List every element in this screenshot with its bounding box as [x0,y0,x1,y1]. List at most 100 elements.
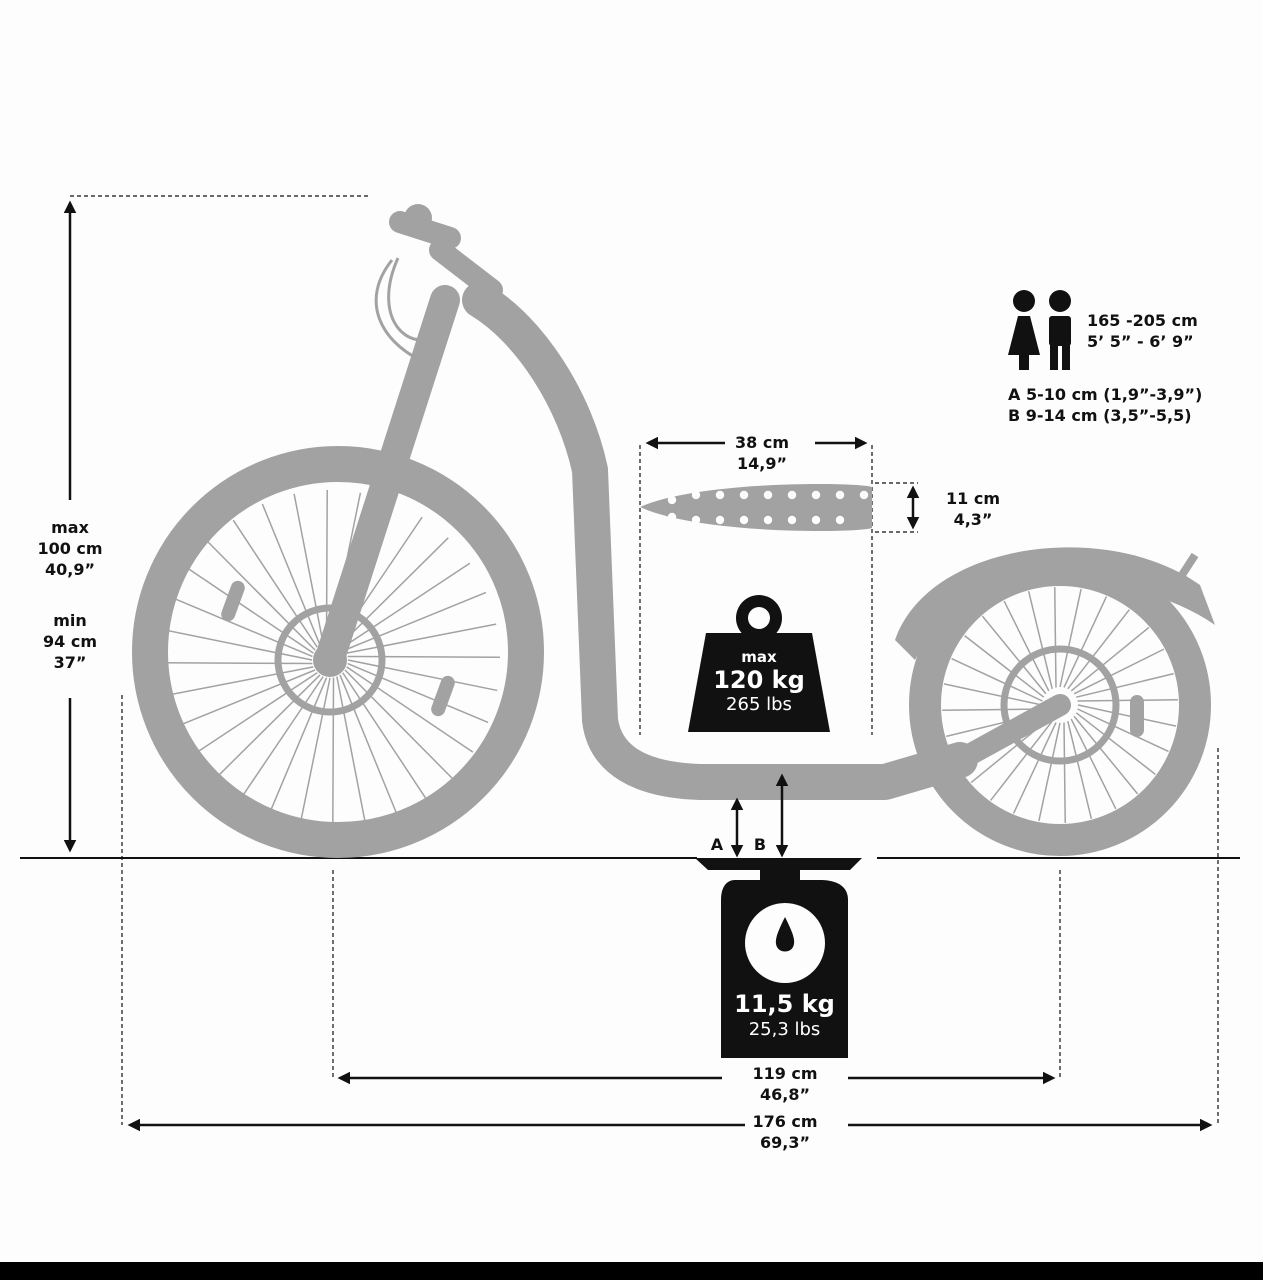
spoke [237,676,324,804]
deck-hole [691,490,701,500]
scale-needle-icon [775,917,795,952]
spoke [325,490,328,643]
spoke [1067,609,1130,690]
spoke [162,628,313,661]
spoke [1003,600,1050,692]
spoke [344,669,453,779]
spoke [1077,699,1178,702]
spoke [346,623,497,654]
height-min-cm: 94 cm [43,632,97,651]
deck-hole [739,515,749,525]
deck-width-in: 4,3” [953,510,993,529]
deck-hole [835,490,845,500]
spoke [1077,708,1169,753]
spoke [1075,712,1156,775]
rear-disc-brake [1000,645,1120,765]
spoke [293,493,324,644]
deck-hole [763,490,773,500]
spoke [951,657,1043,702]
spoke [1073,715,1139,795]
clearance-b-range: B 9-14 cm (3,5”-5,5) [1008,406,1192,425]
spoke [1073,648,1165,695]
spoke [339,537,449,646]
rear-wheel [895,547,1215,856]
deck-hole [715,490,725,500]
spoke [189,672,318,758]
max-load-label: max [741,648,777,666]
spoke [1070,626,1150,692]
front-fork [315,285,460,673]
spoke [1063,722,1066,823]
spoke [981,615,1047,695]
deck-hole [691,515,701,525]
spoke [339,674,399,817]
spoke [211,674,321,783]
spoke [1070,718,1117,810]
clearance-a-range: A 5-10 cm (1,9”-3,9”) [1008,385,1203,404]
deck-hole [859,490,869,500]
height-max-cm: 100 cm [37,539,103,558]
spoke [1059,588,1082,688]
height-min-label: min [53,611,87,630]
deck-hole [667,512,677,522]
rider-height-cm: 165 -205 cm [1087,311,1198,330]
height-min-in: 37” [53,653,87,672]
clearance-b-marker: B [753,835,767,854]
spoke [342,672,428,801]
spoke [344,591,487,651]
spoke [346,666,474,753]
spoke [942,708,1043,711]
spoke [1067,721,1093,819]
deck-length-cm: 38 cm [735,433,789,452]
spoke [347,662,489,724]
spoke [964,635,1045,698]
deck-length-in: 14,9” [737,454,787,473]
deck-hole [667,495,677,505]
spoke [1027,591,1053,689]
front-wheel [132,446,544,858]
total-length-cm: 176 cm [752,1112,818,1131]
clearance-a-marker: A [710,835,724,854]
spoke [1054,587,1057,688]
spoke [347,659,498,692]
spoke [1076,672,1174,698]
spoke [173,669,316,729]
rider-height-ft: 5’ 5” - 6’ 9” [1087,332,1194,351]
spoke [160,662,313,665]
deck-hole [763,515,773,525]
max-load-lbs: 265 lbs [726,694,792,715]
spoke [943,683,1043,706]
spoke [342,562,471,648]
spoke [171,596,313,658]
deck-hole [739,490,749,500]
scooter-weight-kg: 11,5 kg [734,990,835,1018]
male-female-person-icons [1008,290,1071,370]
spoke [298,677,331,828]
height-max-in: 40,9” [45,560,95,579]
wheelbase-in: 46,8” [760,1085,810,1104]
spoke [207,541,316,651]
spoke [1063,596,1108,688]
spoke [1077,704,1177,727]
spoke [990,720,1053,801]
deck-plate [640,483,872,531]
deck-hole [715,515,725,525]
wheelbase-cm: 119 cm [752,1064,818,1083]
spoke [163,666,314,697]
spoke [232,519,318,648]
front-disc-brake [274,604,386,716]
deck-width-cm: 11 cm [946,489,1000,508]
deck-hole [835,515,845,525]
deck-hole [787,490,797,500]
spoke [1012,722,1057,814]
total-length-in: 69,3” [760,1133,810,1152]
spoke [336,676,367,827]
spoke [261,503,321,646]
scooter-weight-lbs: 25,3 lbs [748,1019,821,1040]
weight-icon [688,595,830,732]
spoke [332,677,335,830]
rear-mudguard [895,547,1215,660]
